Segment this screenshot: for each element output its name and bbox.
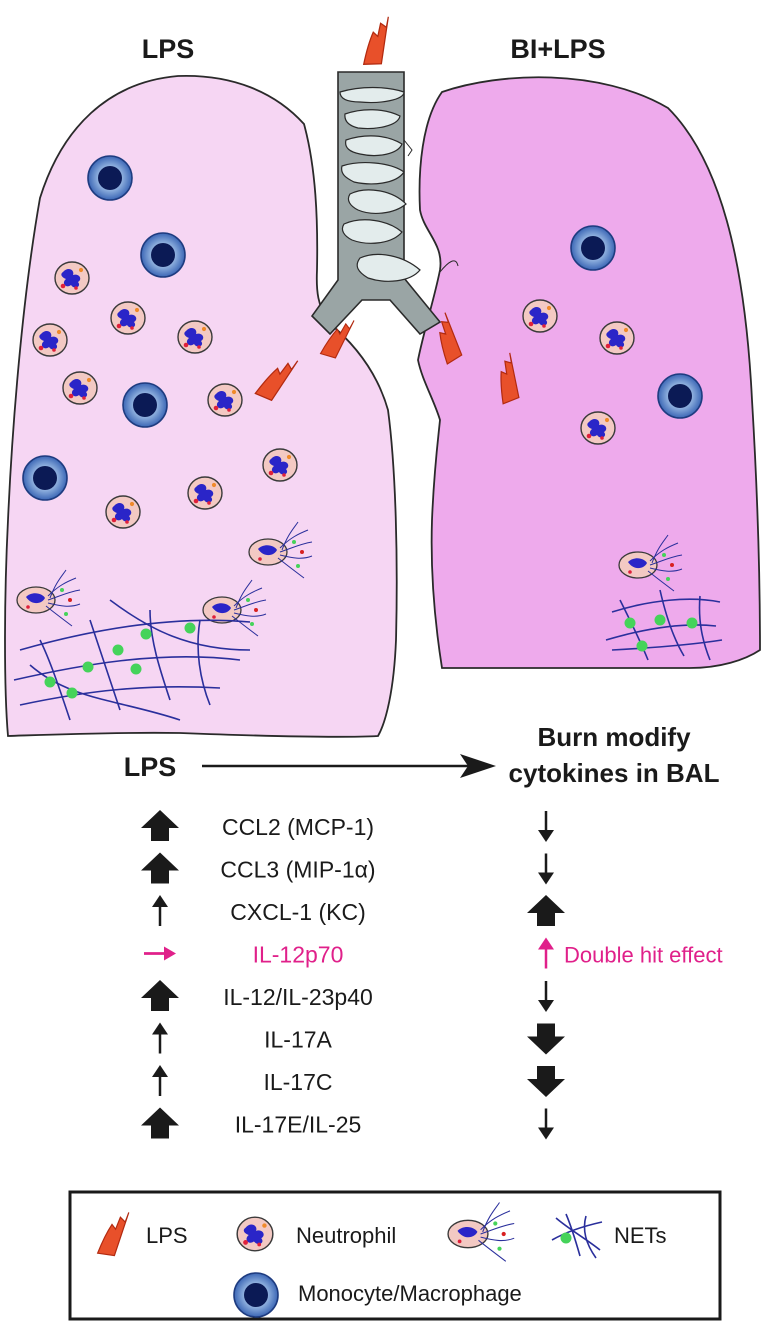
lps-fragment-right-1 bbox=[439, 312, 463, 365]
lps-change-arrow bbox=[144, 946, 176, 961]
neutrophil-cell-3 bbox=[177, 320, 213, 354]
cytokine-row: IL-17E/IL-25 bbox=[141, 1107, 554, 1140]
neutrophil-cell-6 bbox=[262, 448, 298, 482]
monocyte-cell-1 bbox=[140, 232, 186, 278]
legend-lps-label: LPS bbox=[146, 1223, 188, 1248]
comparison-arrow bbox=[202, 754, 496, 778]
cytokine-name: IL-12p70 bbox=[253, 942, 344, 968]
legend-net-cell-icon bbox=[447, 1202, 515, 1262]
lps-change-arrow bbox=[141, 852, 179, 884]
cytokine-name: CXCL-1 (KC) bbox=[230, 899, 365, 925]
right-lung bbox=[417, 76, 761, 669]
cytokine-row: IL-17A bbox=[152, 1022, 565, 1055]
burn-change-arrow bbox=[527, 895, 565, 926]
net-mesh-right bbox=[605, 589, 723, 661]
lps-fragment-left-1 bbox=[254, 360, 299, 402]
legend-nets-label: NETs bbox=[614, 1223, 667, 1248]
cytokine-row: CCL3 (MIP-1α) bbox=[141, 852, 554, 885]
monocyte-cell-4 bbox=[570, 225, 616, 271]
right-lung-title: BI+LPS bbox=[510, 34, 605, 64]
legend-lps-icon bbox=[96, 1212, 130, 1257]
net-cell-3 bbox=[618, 534, 683, 592]
lps-fragments bbox=[254, 16, 520, 405]
burn-change-arrow bbox=[527, 1023, 565, 1055]
neutrophil-cell-11 bbox=[580, 411, 616, 445]
comparison-from: LPS bbox=[124, 752, 177, 782]
burn-change-arrow bbox=[538, 1108, 554, 1140]
cytokine-note: Double hit effect bbox=[564, 943, 723, 968]
net-cell-2 bbox=[248, 521, 313, 579]
lps-change-arrow bbox=[152, 1065, 168, 1096]
neutrophil-cell-2 bbox=[110, 301, 146, 335]
cytokine-row: IL-17C bbox=[152, 1065, 565, 1097]
net-cell-1 bbox=[202, 579, 267, 637]
neutrophil-cell-8 bbox=[105, 495, 141, 529]
burn-change-arrow bbox=[538, 853, 554, 885]
legend-monocyte-label: Monocyte/Macrophage bbox=[298, 1281, 522, 1306]
cytokine-row: IL-12/IL-23p40 bbox=[141, 980, 554, 1012]
monocyte-cell-3 bbox=[22, 455, 68, 501]
burn-change-arrow bbox=[527, 1066, 565, 1097]
cytokine-table: CCL2 (MCP-1) CCL3 (MIP-1α) CXCL-1 (KC) IL-1… bbox=[141, 810, 723, 1140]
trachea bbox=[310, 71, 459, 336]
cytokine-row: CXCL-1 (KC) bbox=[152, 895, 565, 926]
monocyte-cell-5 bbox=[657, 373, 703, 419]
cytokine-name: CCL3 (MIP-1α) bbox=[220, 857, 375, 883]
neutrophil-cell-10 bbox=[599, 321, 635, 355]
comparison-to-line2: cytokines in BAL bbox=[509, 758, 720, 788]
burn-change-arrow bbox=[538, 937, 554, 969]
lps-change-arrow bbox=[152, 1022, 168, 1054]
cytokine-name: IL-12/IL-23p40 bbox=[223, 984, 373, 1010]
monocyte-cell-2 bbox=[122, 382, 168, 428]
neutrophil-cell-9 bbox=[522, 299, 558, 333]
cytokine-name: IL-17A bbox=[264, 1027, 332, 1053]
monocyte-cell-0 bbox=[87, 155, 133, 201]
lps-change-arrow bbox=[152, 895, 168, 926]
legend-monocyte-icon bbox=[233, 1272, 279, 1318]
burn-change-arrow bbox=[538, 811, 554, 842]
cytokine-name: IL-17C bbox=[263, 1069, 332, 1095]
lps-change-arrow bbox=[141, 810, 179, 841]
lps-fragment-top bbox=[362, 16, 389, 65]
left-lung-title: LPS bbox=[142, 34, 195, 64]
burn-change-arrow bbox=[538, 981, 554, 1012]
legend-neutrophil-icon bbox=[236, 1216, 274, 1252]
neutrophil-cell-5 bbox=[207, 383, 243, 417]
lps-fragment-left-2 bbox=[319, 320, 355, 359]
comparison-to-line1: Burn modify bbox=[537, 722, 691, 752]
legend-neutrophil-label: Neutrophil bbox=[296, 1223, 396, 1248]
neutrophil-cell-1 bbox=[32, 323, 68, 357]
lps-change-arrow bbox=[141, 980, 179, 1011]
cytokine-row: IL-12p70 Double hit effect bbox=[144, 937, 723, 969]
neutrophil-cell-0 bbox=[54, 261, 90, 295]
cytokine-name: IL-17E/IL-25 bbox=[235, 1112, 362, 1138]
cytokine-row: CCL2 (MCP-1) bbox=[141, 810, 554, 842]
net-cell-0 bbox=[16, 569, 81, 627]
cytokine-name: CCL2 (MCP-1) bbox=[222, 814, 374, 840]
cells-layer bbox=[13, 155, 723, 721]
legend: LPS Neutrophil NETs Monocyte/Macrophage bbox=[68, 1190, 722, 1321]
net-mesh-left bbox=[13, 599, 251, 721]
left-lung bbox=[4, 75, 398, 738]
neutrophil-cell-7 bbox=[187, 476, 223, 510]
legend-nets-icon bbox=[551, 1213, 603, 1259]
lps-change-arrow bbox=[141, 1107, 179, 1139]
lps-fragment-right-2 bbox=[500, 352, 520, 405]
neutrophil-cell-4 bbox=[62, 371, 98, 405]
legend-icons bbox=[96, 1202, 603, 1318]
